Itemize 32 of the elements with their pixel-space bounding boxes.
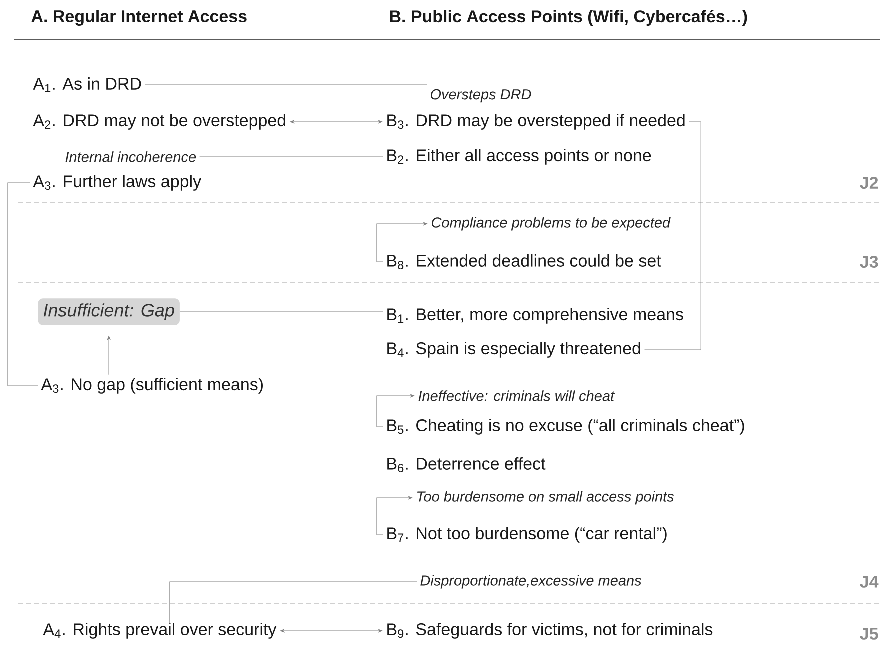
connector: [8, 182, 38, 386]
row-marker: J4: [860, 576, 879, 588]
statement-text: B$_{7}$. Not too burdensome (“car rental”): [388, 527, 667, 543]
statement-text: A$_{3}$. No gap (sufficient means): [41, 378, 263, 394]
connector: [170, 582, 418, 624]
italic-note: Oversteps DRD: [431, 89, 532, 103]
statement-text: B$_{9}$. Safeguards for victims, not for criminals: [388, 623, 713, 639]
connector: [144, 84, 428, 86]
statement-text: A$_{1}$. As in DRD: [33, 78, 142, 92]
statement-text: B$_{5}$. Cheating is no excuse (“all criminals cheat”): [388, 419, 744, 435]
italic-note: Ineffective: criminals will cheat: [418, 390, 616, 402]
italic-note: Compliance problems to be expected: [432, 217, 671, 231]
column-heading: B. Public Access Points (Wifi, Cybercafés…): [390, 10, 748, 26]
statement-text: B$_{6}$. Deterrence effect: [388, 458, 546, 472]
italic-note: Disproportionate,excessive means: [420, 575, 642, 589]
row-marker: J3: [860, 256, 878, 268]
statement-text: B$_{8}$. Extended deadlines could be set: [388, 254, 662, 270]
italic-note: Too burdensome on small access points: [418, 491, 674, 505]
row-marker: J5: [860, 628, 878, 640]
statement-text: A$_{3}$. Further laws apply: [33, 175, 202, 191]
statement-text: A$_{4}$. Rights prevail over security: [43, 623, 277, 639]
statement-text: B$_{2}$. Either all access points or none: [388, 149, 652, 165]
connector: [200, 156, 384, 158]
row-marker: J2: [860, 176, 878, 190]
statement-text: B$_{3}$. DRD may be overstepped if needed: [388, 114, 685, 130]
statement-text: B$_{4}$. Spain is especially threatened: [388, 342, 640, 358]
statement-text: A$_{2}$. DRD may not be overstepped: [33, 114, 286, 130]
statement-text: B$_{1}$. Better, more comprehensive means: [388, 308, 684, 324]
rounded-box: Insufficient: Gap: [38, 298, 180, 326]
italic-note: Internal incoherence: [66, 152, 196, 162]
connector: [644, 122, 702, 350]
column-heading: A. Regular Internet Access: [32, 10, 247, 26]
